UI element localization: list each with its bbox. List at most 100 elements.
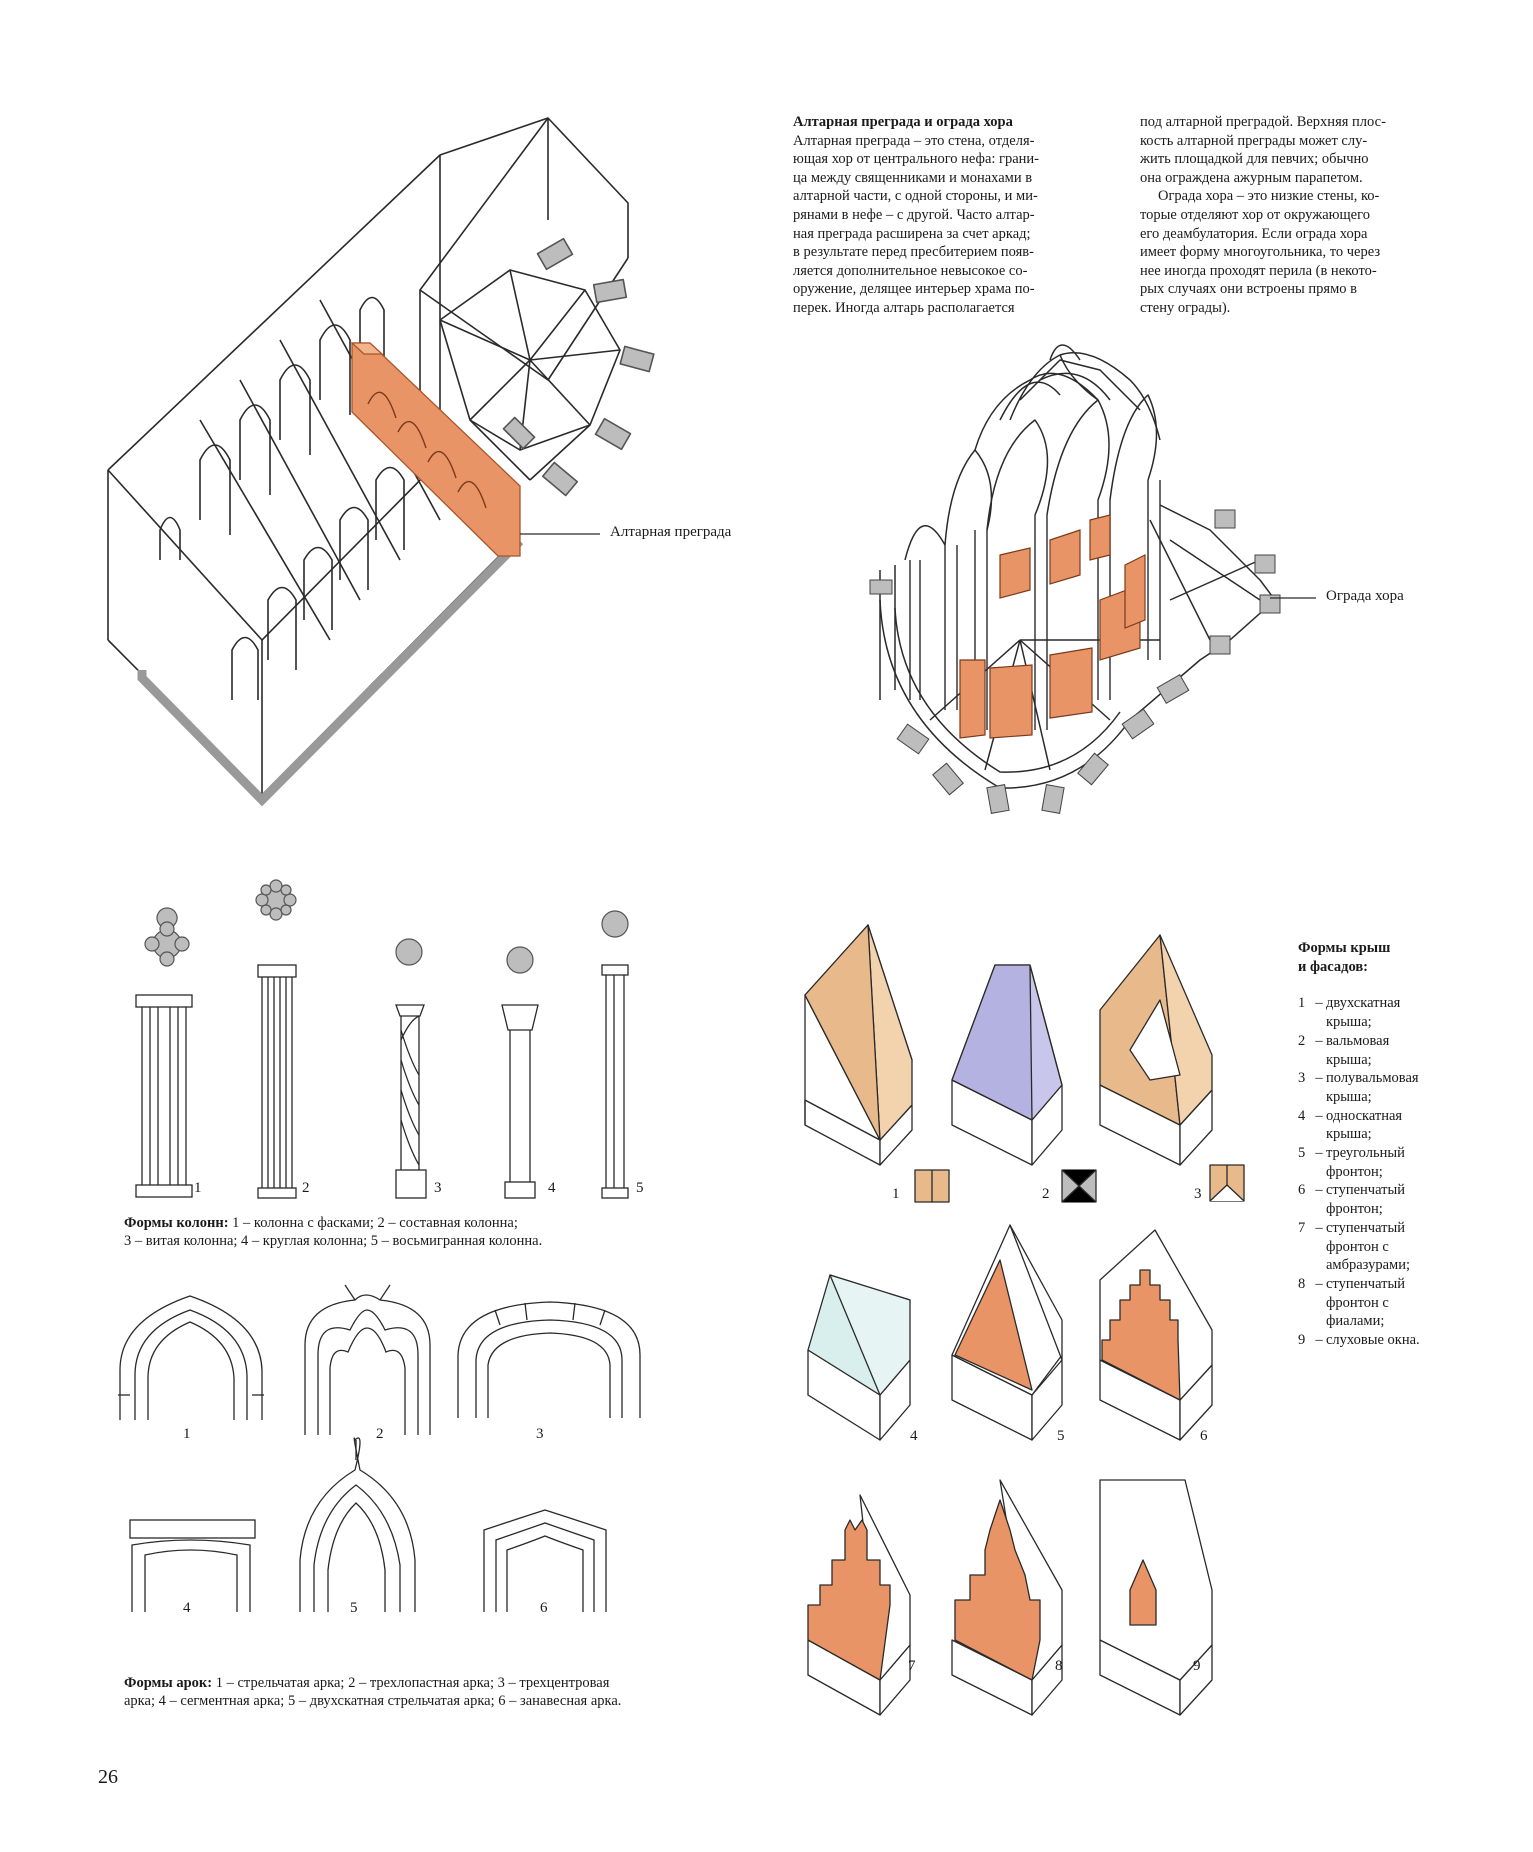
arch-number-1: 1 <box>183 1426 191 1442</box>
roof-legend-item: 1–двухскатная <box>1298 994 1498 1013</box>
roof-legend-number: 9 <box>1298 1332 1306 1349</box>
text-line: ляется дополнительное невысокое со- <box>793 262 1028 279</box>
roof-legend-dash: – <box>1315 1275 1323 1292</box>
paragraph-choir-screen: Ограда хора – это низкие стены, ко-торые… <box>1140 187 1460 317</box>
roof-legend-dash <box>1312 1088 1326 1107</box>
roof-legend-title-line-2: и фасадов: <box>1298 958 1369 975</box>
text-line: рянами в нефе – с другой. Часто алтар- <box>793 206 1035 223</box>
roof-legend-dash <box>1312 1013 1326 1032</box>
roof-legend-text: крыша; <box>1326 1051 1372 1068</box>
arch-number-4: 4 <box>183 1600 191 1616</box>
roof-number-1: 1 <box>892 1186 900 1202</box>
roof-legend-number: 5 <box>1298 1145 1306 1162</box>
roof-legend-item: фронтон с <box>1298 1238 1498 1257</box>
roof-legend-text: ступенчатый <box>1326 1219 1405 1236</box>
text-line: Ограда хора – это низкие стены, ко- <box>1158 188 1380 205</box>
roof-number-2: 2 <box>1042 1186 1050 1202</box>
text-line: оружение, делящее интерьер храма по- <box>793 281 1035 298</box>
roof-legend-number <box>1298 1238 1312 1257</box>
text-line: рых случаях они встроены прямо в <box>1140 281 1357 298</box>
roof-number-9: 9 <box>1193 1658 1201 1674</box>
text-line: имеет форму многоугольника, то через <box>1140 244 1381 261</box>
roof-legend-text: амбразурами; <box>1326 1257 1410 1274</box>
roof-legend-text: крыша; <box>1326 1014 1372 1031</box>
roof-legend-text: односкатная <box>1326 1107 1403 1124</box>
roof-legend-dash: – <box>1315 1332 1323 1349</box>
roof-number-6: 6 <box>1200 1428 1208 1444</box>
roof-number-4: 4 <box>910 1428 918 1444</box>
roof-legend-text: фиалами; <box>1326 1313 1385 1330</box>
text-line: торые отделяют хор от окружающего <box>1140 206 1370 223</box>
text-line: ная преграда расширена за счет аркад; <box>793 225 1031 242</box>
text-line: она ограждена ажурным парапетом. <box>1140 169 1363 186</box>
roof-legend-dash <box>1312 1294 1326 1313</box>
text-line: ющая хор от центрального нефа: грани- <box>793 151 1040 168</box>
roof-legend-item: 2–вальмовая <box>1298 1032 1498 1051</box>
roof-legend-text: ступенчатый <box>1326 1182 1405 1199</box>
roof-legend-text: полувальмовая <box>1326 1070 1419 1087</box>
text-line: под алтарной преградой. Верхняя плос- <box>1140 114 1386 130</box>
label-rood-screen: Алтарная преграда <box>610 524 732 540</box>
roof-legend-text: фронтон с <box>1326 1238 1389 1255</box>
column-number-2: 2 <box>302 1180 310 1196</box>
caption-arches-title: Формы арок: <box>124 1675 213 1691</box>
roof-legend-text: слуховые окна. <box>1326 1332 1420 1349</box>
roof-number-3: 3 <box>1194 1186 1202 1202</box>
arch-number-2: 2 <box>376 1426 384 1442</box>
roof-legend-item: 8–ступенчатый <box>1298 1275 1498 1294</box>
roof-legend-number <box>1298 1051 1312 1070</box>
text-line: его деамбулатория. Если ограда хора <box>1140 225 1368 242</box>
caption-arches-line-1: 1 – стрельчатая арка; 2 – трехлопастная … <box>212 1675 610 1691</box>
roof-legend-dash: – <box>1315 1070 1323 1087</box>
roof-number-8: 8 <box>1055 1658 1063 1674</box>
text-line: в результате перед пресбитерием появ- <box>793 244 1034 261</box>
roof-legend-dash <box>1312 1256 1326 1275</box>
roof-legend-number <box>1298 1294 1312 1313</box>
text-column-1: Алтарная преграда и ограда хора Алтарная… <box>793 113 1093 318</box>
caption-columns-title: Формы колонн: <box>124 1215 229 1231</box>
roof-legend-item: 5–треугольный <box>1298 1144 1498 1163</box>
roof-legend-number <box>1298 1256 1312 1275</box>
text-line: ца между священниками и монахами в <box>793 169 1033 186</box>
roof-legend-number <box>1298 1125 1312 1144</box>
text-line: алтарной части, с одной стороны, и ми- <box>793 188 1038 205</box>
paragraph-rood-screen: Алтарная преграда – это стена, отделя-ющ… <box>793 132 1093 318</box>
roof-legend-item: фронтон; <box>1298 1200 1498 1219</box>
column-number-1: 1 <box>194 1180 202 1196</box>
roof-legend-dash <box>1312 1051 1326 1070</box>
text-line: стену ограды). <box>1140 299 1231 316</box>
roof-legend-item: 7–ступенчатый <box>1298 1219 1498 1238</box>
roof-legend-dash: – <box>1315 995 1323 1012</box>
roof-legend-text: фронтон с <box>1326 1294 1389 1311</box>
roof-legend-number: 3 <box>1298 1070 1306 1087</box>
roof-legend-number <box>1298 1312 1312 1331</box>
roof-legend-number: 4 <box>1298 1107 1306 1124</box>
arch-number-3: 3 <box>536 1426 544 1442</box>
roof-legend-item: 3–полувальмовая <box>1298 1069 1498 1088</box>
roof-legend-item: амбразурами; <box>1298 1256 1498 1275</box>
roof-legend-text: ступенчатый <box>1326 1275 1405 1292</box>
page-number: 26 <box>98 1766 118 1788</box>
roof-legend-number <box>1298 1013 1312 1032</box>
roof-legend-number <box>1298 1088 1312 1107</box>
text-line: перек. Иногда алтарь располагается <box>793 299 1015 316</box>
roof-legend-title: Формы крыш и фасадов: <box>1298 939 1498 976</box>
roof-legend-item: фронтон; <box>1298 1163 1498 1182</box>
text-line: нее иногда проходят перила (в некото- <box>1140 262 1377 279</box>
column-number-3: 3 <box>434 1180 442 1196</box>
caption-arches: Формы арок: 1 – стрельчатая арка; 2 – тр… <box>124 1674 824 1710</box>
roof-legend-text: крыша; <box>1326 1126 1372 1143</box>
roof-legend-dash: – <box>1315 1219 1323 1236</box>
roof-legend-dash <box>1312 1163 1326 1182</box>
arch-number-5: 5 <box>350 1600 358 1616</box>
roof-legend-dash <box>1312 1312 1326 1331</box>
label-choir-screen: Ограда хора <box>1326 588 1404 604</box>
roof-legend-text: треугольный <box>1326 1145 1405 1162</box>
text-line: кость алтарной преграды может слу- <box>1140 132 1368 149</box>
roof-legend-text: фронтон; <box>1326 1201 1383 1218</box>
text-line: жить площадкой для певчих; обычно <box>1140 151 1369 168</box>
roof-legend-dash: – <box>1315 1032 1323 1049</box>
paragraph-rood-screen-cont: под алтарной преградой. Верхняя плос-кос… <box>1140 113 1460 187</box>
roof-legend-text: двухскатная <box>1326 995 1401 1012</box>
